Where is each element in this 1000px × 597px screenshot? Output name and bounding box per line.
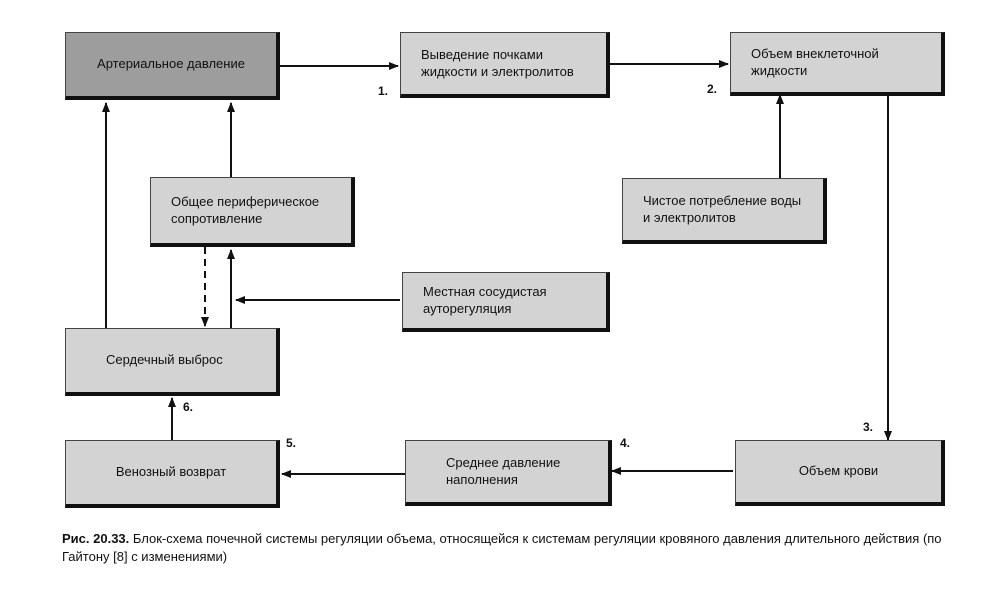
step-number-6: 6. bbox=[183, 400, 194, 414]
box-kidney-excretion-label: Выведение почками жидкости и электролито… bbox=[421, 47, 574, 79]
step-number-2: 2. bbox=[707, 82, 718, 96]
box-cardiac-output-label: Сердечный выброс bbox=[106, 352, 223, 368]
box-local-autoregulation: Местная сосудистая ауторегуляция bbox=[402, 272, 610, 332]
box-peripheral-resistance: Общее периферическое сопротивление bbox=[150, 177, 355, 247]
box-net-intake-label: Чистое потребление воды и электролитов bbox=[643, 193, 802, 225]
box-blood-volume-label: Объем крови bbox=[798, 463, 879, 479]
step-number-5: 5. bbox=[286, 436, 297, 450]
box-mean-filling-pressure-label: Среднее давление наполнения bbox=[446, 455, 561, 487]
box-arterial-pressure: Артериальное давление bbox=[65, 32, 280, 100]
step-number-3: 3. bbox=[863, 420, 874, 434]
step-number-1: 1. bbox=[378, 84, 389, 98]
box-local-autoregulation-label: Местная сосудистая ауторегуляция bbox=[423, 284, 547, 316]
box-ecf-volume: Объем внеклеточной жидкости bbox=[730, 32, 945, 96]
box-cardiac-output: Сердечный выброс bbox=[65, 328, 280, 396]
figure-caption: Рис. 20.33. Блок-схема почечной системы … bbox=[62, 530, 977, 565]
box-venous-return: Венозный возврат bbox=[65, 440, 280, 508]
figure-caption-label: Рис. 20.33. bbox=[62, 531, 130, 546]
box-arterial-pressure-label: Артериальное давление bbox=[97, 56, 245, 72]
box-peripheral-resistance-label: Общее периферическое сопротивление bbox=[171, 194, 320, 226]
box-net-intake: Чистое потребление воды и электролитов bbox=[622, 178, 827, 244]
box-blood-volume: Объем крови bbox=[735, 440, 945, 506]
box-kidney-excretion: Выведение почками жидкости и электролито… bbox=[400, 32, 610, 98]
box-ecf-volume-label: Объем внеклеточной жидкости bbox=[751, 46, 879, 78]
box-venous-return-label: Венозный возврат bbox=[115, 464, 227, 480]
step-number-4: 4. bbox=[620, 436, 631, 450]
figure-caption-text: Блок-схема почечной системы регуляции об… bbox=[62, 531, 942, 564]
box-mean-filling-pressure: Среднее давление наполнения bbox=[405, 440, 612, 506]
